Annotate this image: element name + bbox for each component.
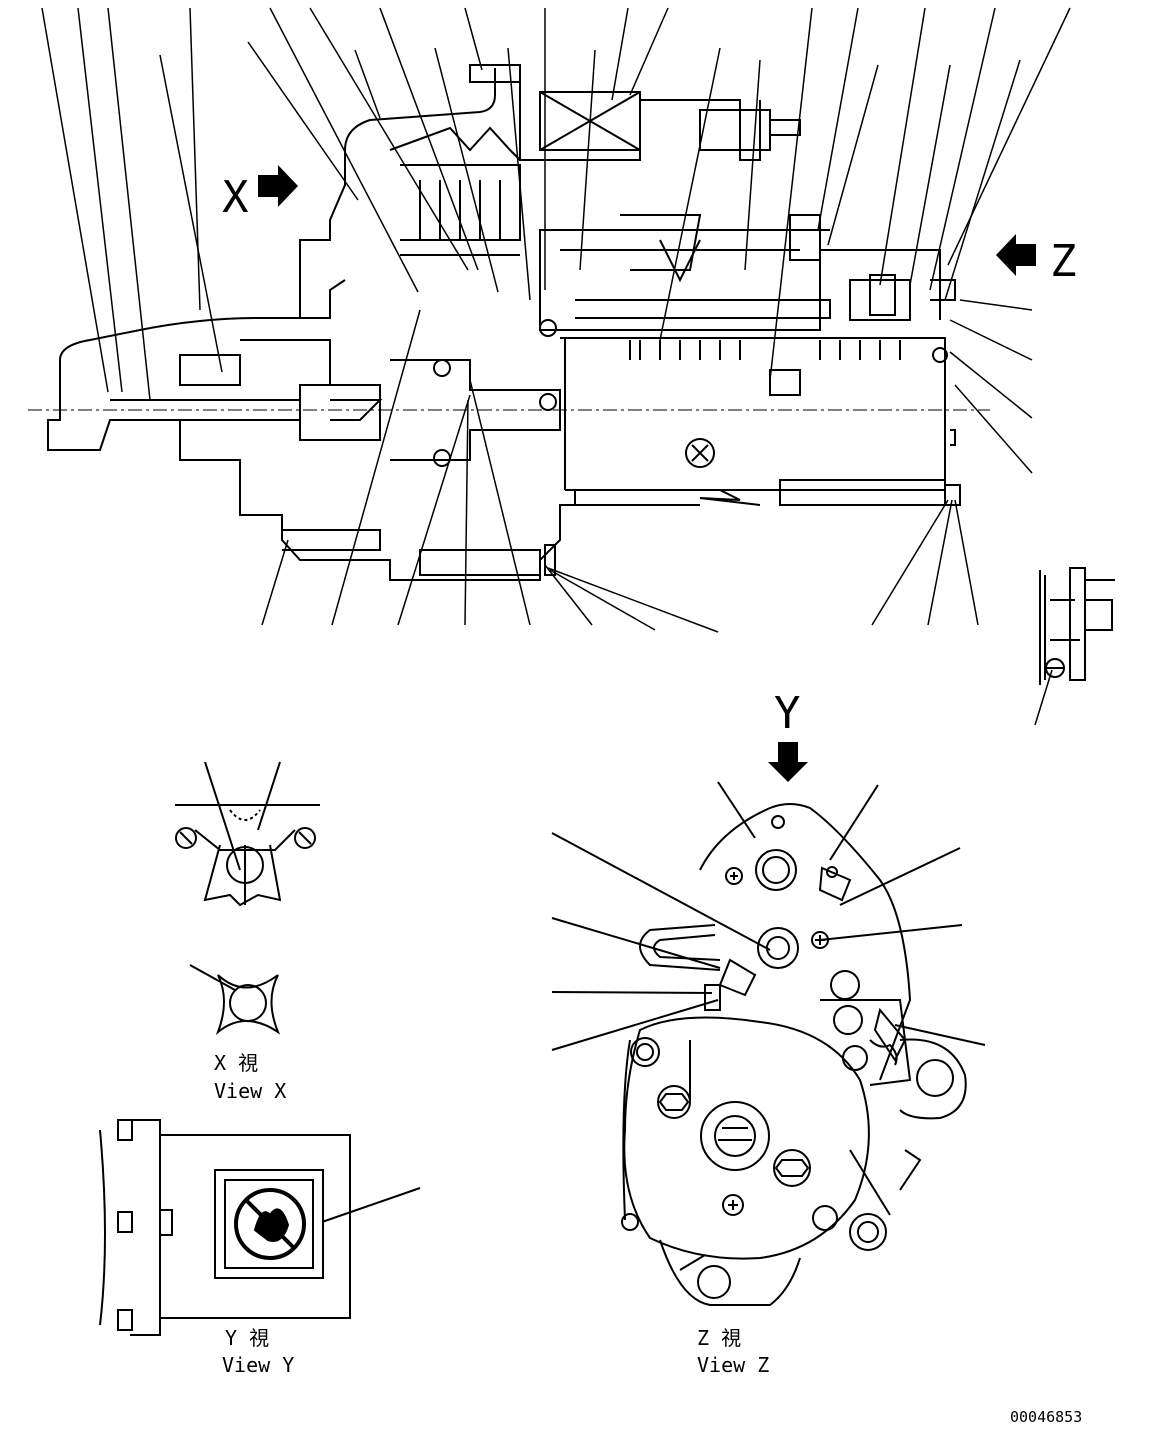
leader-lines-bottom [261,299,1053,726]
leader-lines-top [41,7,1071,401]
arrow-y-label: Y [774,688,801,739]
view-y-caption-jp: Y 視 [225,1326,269,1350]
arrow-y-indicator: Y [768,688,808,782]
view-x-caption-en: View X [214,1079,286,1103]
arrow-x-indicator: X [222,165,298,223]
view-y-detail [99,1119,421,1336]
side-clip-detail [1039,567,1115,685]
view-x-caption-jp: X 視 [214,1051,258,1075]
arrow-x-label: X [222,172,249,223]
view-x-detail [175,761,320,1036]
arrow-z-indicator: Z [996,234,1077,287]
arrow-z-label: Z [1050,236,1077,287]
view-y-caption-en: View Y [222,1353,294,1377]
view-z-caption-en: View Z [697,1353,769,1377]
drawing-number: 00046853 [1010,1408,1082,1426]
view-z-caption-jp: Z 視 [697,1326,741,1350]
main-section-view [28,7,1071,726]
view-z-detail [551,781,986,1306]
